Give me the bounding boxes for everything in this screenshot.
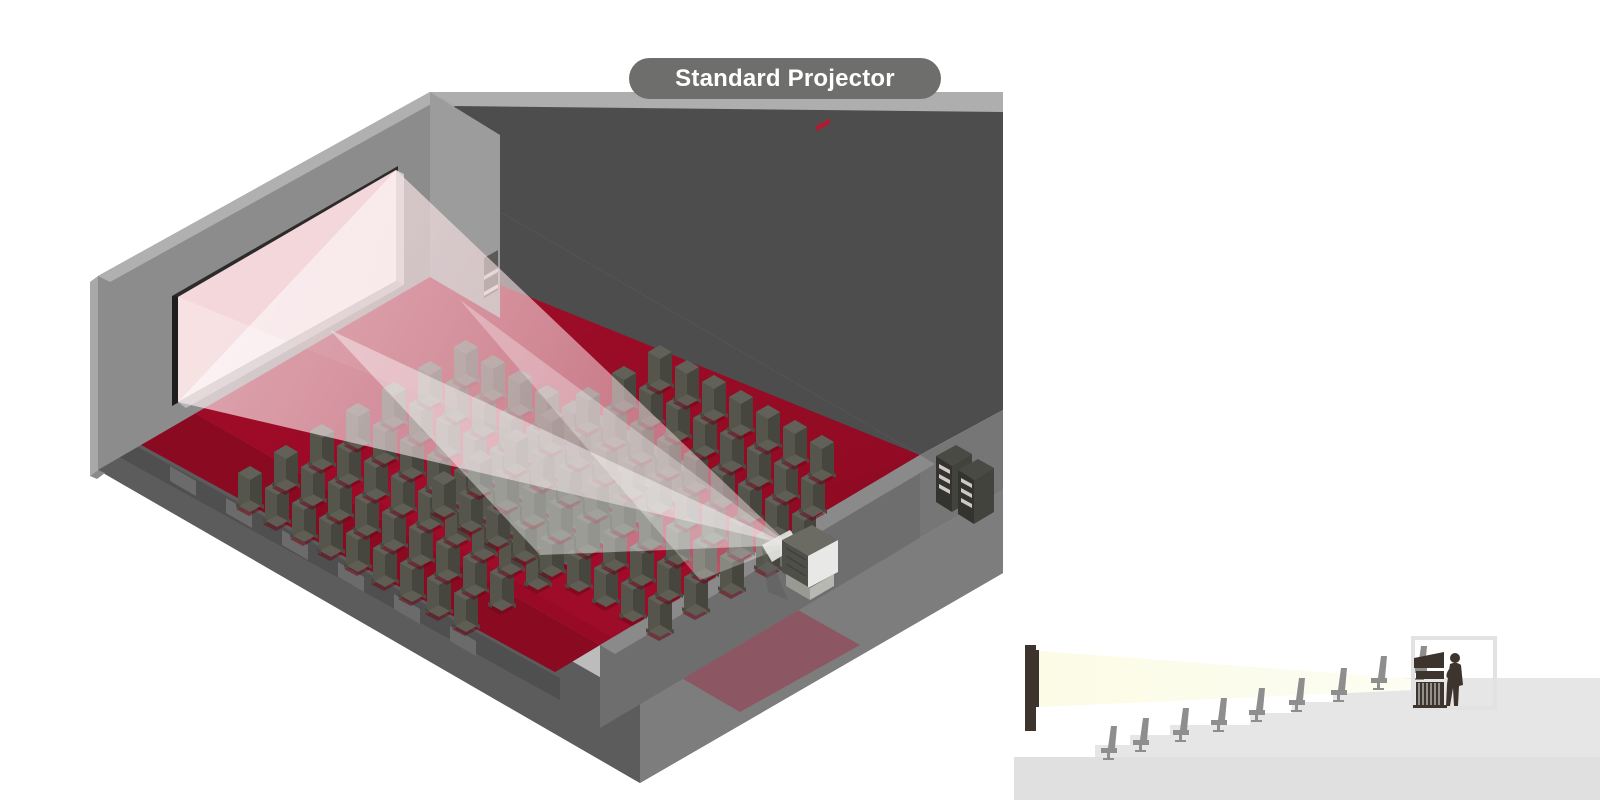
operator-figure xyxy=(1446,653,1463,706)
title-badge: Standard Projector xyxy=(629,58,941,99)
equipment-rack-right xyxy=(958,459,994,524)
projector-unit xyxy=(762,118,838,600)
walls xyxy=(430,92,1003,455)
title-badge-label: Standard Projector xyxy=(675,64,895,92)
light-beam-cone xyxy=(178,170,790,580)
inset-side-section xyxy=(1014,636,1600,800)
